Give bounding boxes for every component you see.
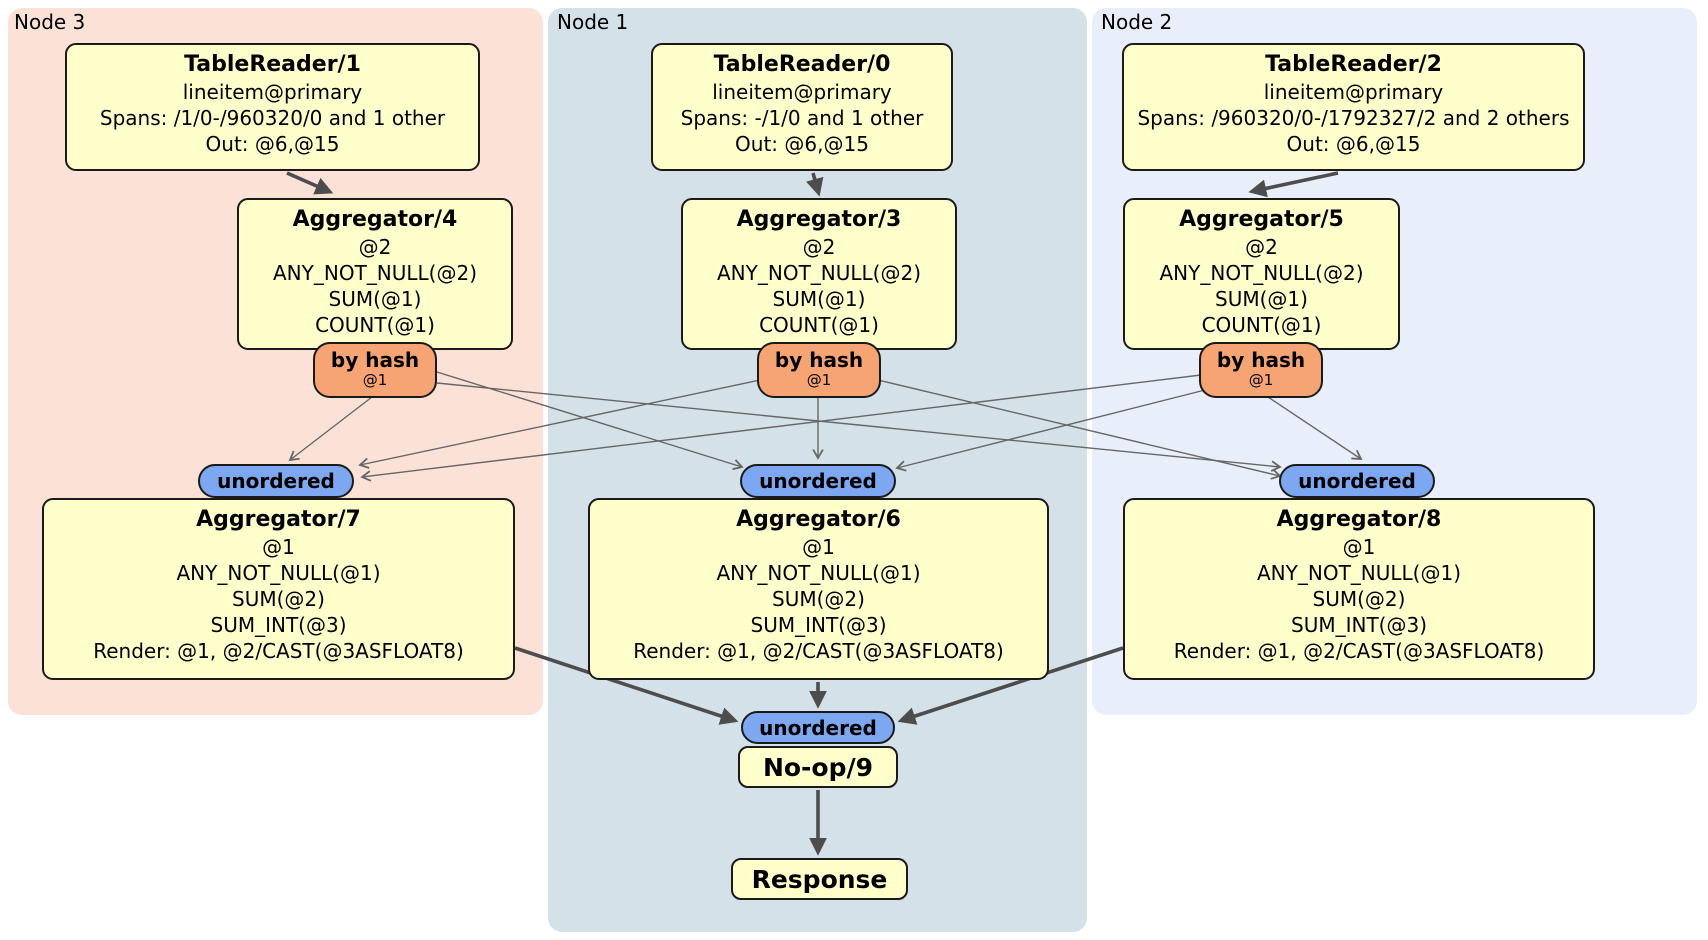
node-detail: lineitem@primary [182, 80, 363, 104]
router-label: by hash [330, 348, 420, 372]
node-detail: COUNT(@1) [759, 313, 879, 337]
node-aggregator-6: Aggregator/6 @1 ANY_NOT_NULL(@1) SUM(@2)… [588, 498, 1049, 680]
router-label: by hash [774, 348, 864, 372]
node-detail: SUM(@1) [772, 287, 866, 311]
node-tablereader-0: TableReader/0 lineitem@primary Spans: -/… [651, 43, 953, 171]
router-by-hash-4: by hash @1 [313, 342, 437, 398]
node-detail: SUM(@2) [772, 587, 865, 611]
node-detail: ANY_NOT_NULL(@2) [1159, 261, 1364, 285]
node-detail: Out: @6,@15 [1286, 132, 1421, 156]
router-key: @1 [1248, 371, 1274, 389]
node-noop-9: No-op/9 [738, 746, 898, 788]
node-detail: SUM(@1) [328, 287, 422, 311]
node-detail: SUM(@1) [1215, 287, 1308, 311]
node-detail: SUM_INT(@3) [1291, 613, 1427, 637]
router-key: @1 [362, 371, 388, 389]
node-detail: Render: @1, @2/CAST(@3ASFLOAT8) [93, 639, 464, 663]
thick-flow-edges [286, 171, 1339, 856]
node-detail: @1 [1342, 535, 1376, 559]
node-title: TableReader/1 [184, 52, 361, 77]
node-detail: Out: @6,@15 [205, 132, 340, 156]
panel-label-node2: Node 2 [1101, 10, 1173, 34]
node-detail: ANY_NOT_NULL(@1) [176, 561, 381, 585]
node-detail: COUNT(@1) [1201, 313, 1322, 337]
router-label: by hash [1216, 348, 1306, 372]
sync-unordered-9: unordered [741, 711, 895, 744]
node-detail: Spans: /960320/0-/1792327/2 and 2 others [1137, 106, 1570, 130]
router-by-hash-5: by hash @1 [1199, 342, 1323, 398]
node-detail: COUNT(@1) [315, 313, 435, 337]
sync-unordered-7: unordered [198, 464, 354, 498]
node-detail: SUM(@2) [1312, 587, 1406, 611]
node-detail: ANY_NOT_NULL(@1) [1257, 561, 1461, 585]
node-detail: @1 [262, 535, 295, 559]
node-title: Aggregator/5 [1179, 207, 1344, 232]
node-title: Aggregator/4 [292, 207, 458, 232]
node-detail: Spans: -/1/0 and 1 other [680, 106, 924, 130]
node-aggregator-8: Aggregator/8 @1 ANY_NOT_NULL(@1) SUM(@2)… [1123, 498, 1595, 680]
node-detail: lineitem@primary [712, 80, 892, 104]
node-detail: ANY_NOT_NULL(@1) [716, 561, 921, 585]
node-aggregator-3: Aggregator/3 @2 ANY_NOT_NULL(@2) SUM(@1)… [681, 198, 957, 350]
node-detail: @1 [802, 535, 835, 559]
node-tablereader-2: TableReader/2 lineitem@primary Spans: /9… [1122, 43, 1585, 171]
panel-label-node1: Node 1 [557, 10, 629, 34]
node-detail: Render: @1, @2/CAST(@3ASFLOAT8) [1173, 639, 1545, 663]
node-detail: @2 [1245, 235, 1278, 259]
node-title: TableReader/2 [1265, 52, 1442, 77]
router-by-hash-3: by hash @1 [757, 342, 881, 398]
sync-unordered-8: unordered [1279, 464, 1435, 498]
node-aggregator-4: Aggregator/4 @2 ANY_NOT_NULL(@2) SUM(@1)… [237, 198, 513, 350]
node-tablereader-1: TableReader/1 lineitem@primary Spans: /1… [65, 43, 480, 171]
node-detail: Spans: /1/0-/960320/0 and 1 other [99, 106, 446, 130]
hash-router-edges [288, 371, 1363, 482]
node-title: Aggregator/8 [1276, 507, 1442, 532]
sync-unordered-6: unordered [740, 464, 896, 498]
node-detail: @2 [802, 235, 836, 259]
node-aggregator-7: Aggregator/7 @1 ANY_NOT_NULL(@1) SUM(@2)… [42, 498, 515, 680]
node-detail: ANY_NOT_NULL(@2) [273, 261, 477, 285]
node-aggregator-5: Aggregator/5 @2 ANY_NOT_NULL(@2) SUM(@1)… [1123, 198, 1400, 350]
node-detail: Out: @6,@15 [735, 132, 869, 156]
node-detail: @2 [358, 235, 392, 259]
node-title: Aggregator/3 [736, 207, 902, 232]
node-title: TableReader/0 [713, 52, 891, 77]
node-detail: lineitem@primary [1263, 80, 1444, 104]
node-response: Response [731, 858, 908, 900]
node-detail: ANY_NOT_NULL(@2) [717, 261, 921, 285]
node-detail: SUM_INT(@3) [210, 613, 347, 637]
panel-label-node3: Node 3 [14, 10, 86, 34]
node-detail: SUM_INT(@3) [750, 613, 887, 637]
node-title: Aggregator/7 [196, 507, 361, 532]
node-title: Aggregator/6 [736, 507, 901, 532]
node-detail: Render: @1, @2/CAST(@3ASFLOAT8) [633, 639, 1004, 663]
node-detail: SUM(@2) [232, 587, 325, 611]
router-key: @1 [806, 371, 832, 389]
